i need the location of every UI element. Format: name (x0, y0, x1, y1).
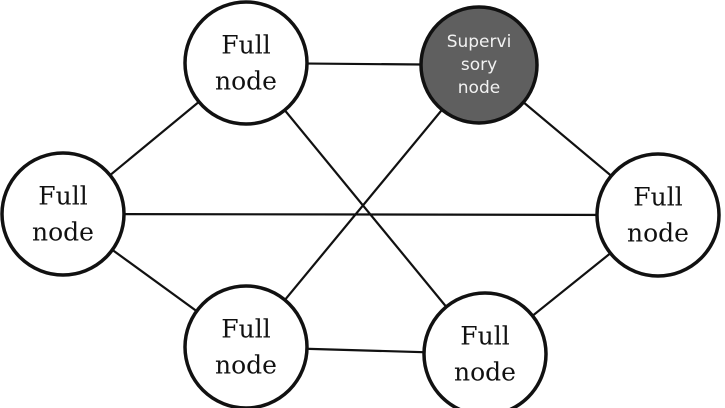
node-circle-left (0, 151, 126, 277)
node-label-right-line-1: Full (633, 183, 682, 212)
node-label-left-line-2: node (32, 218, 94, 247)
node-label-top-left-line-2: node (215, 67, 277, 96)
edges (62, 61, 659, 356)
node-circle-bottom-left (183, 284, 309, 408)
node-circle-bottom-right (422, 291, 548, 408)
node-label-bottom-right-line-1: Full (460, 322, 509, 351)
node-label-left-line-1: Full (38, 182, 87, 211)
node-label-top-left-line-1: Full (221, 31, 270, 60)
node-circle-top-left (183, 0, 309, 126)
node-circle-right (595, 152, 721, 278)
node-top-left: Full node (183, 0, 309, 126)
node-bottom-left: Full node (183, 284, 309, 408)
node-label-supervisory-line-1: Supervi (447, 32, 512, 52)
node-circle-supervisory (419, 5, 539, 125)
node-label-supervisory-line-2: sory (461, 55, 497, 75)
edge-top-left-to-bottom-right (245, 62, 486, 355)
node-supervisory: Supervi sory node (419, 5, 539, 125)
node-label-bottom-left-line-1: Full (221, 315, 270, 344)
node-bottom-right: Full node (422, 291, 548, 408)
node-label-bottom-left-line-2: node (215, 351, 277, 380)
node-label-right-line-2: node (627, 219, 689, 248)
node-left: Full node (0, 151, 126, 277)
node-label-supervisory-line-3: node (458, 78, 500, 98)
edge-left-to-right (62, 212, 659, 217)
node-right: Full node (595, 152, 721, 278)
node-label-bottom-right-line-2: node (454, 358, 516, 387)
